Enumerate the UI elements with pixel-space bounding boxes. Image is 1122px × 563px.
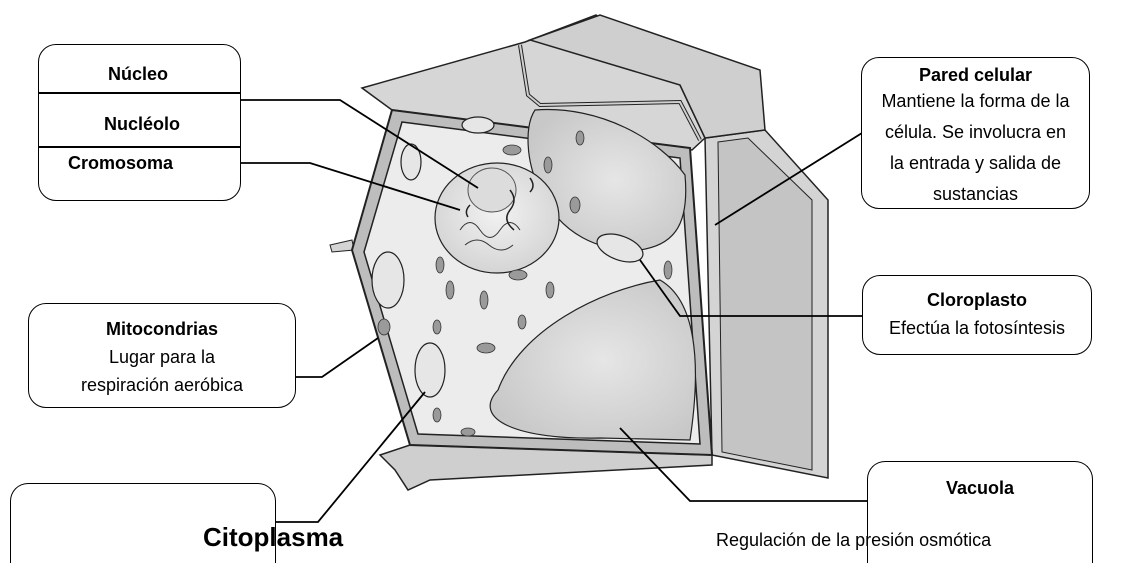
label-cloroplasto-title: Cloroplasto (862, 291, 1092, 309)
label-pared-desc-2: célula. Se involucra en (861, 123, 1090, 141)
divider (39, 92, 240, 94)
label-cloroplasto-desc: Efectúa la fotosíntesis (862, 319, 1092, 337)
label-nucleolo: Nucléolo (104, 115, 180, 133)
label-vacuola-desc: Regulación de la presión osmótica (716, 531, 991, 549)
label-cromosoma: Cromosoma (68, 154, 173, 172)
label-pared-title: Pared celular (861, 66, 1090, 84)
label-nucleo: Núcleo (108, 65, 168, 83)
nucleus (435, 163, 559, 273)
label-pared-desc-4: sustancias (861, 185, 1090, 203)
label-pared-desc-3: la entrada y salida de (861, 154, 1090, 172)
label-pared-desc-1: Mantiene la forma de la (857, 92, 1094, 110)
divider (39, 146, 240, 148)
label-mito-desc-1: Lugar para la (28, 348, 296, 366)
chloroplast-label-box (862, 275, 1092, 355)
label-mito-desc-2: respiración aeróbica (28, 376, 296, 394)
label-mito-title: Mitocondrias (28, 320, 296, 338)
label-vacuola-title: Vacuola (867, 479, 1093, 497)
label-citoplasma: Citoplasma (203, 524, 343, 550)
